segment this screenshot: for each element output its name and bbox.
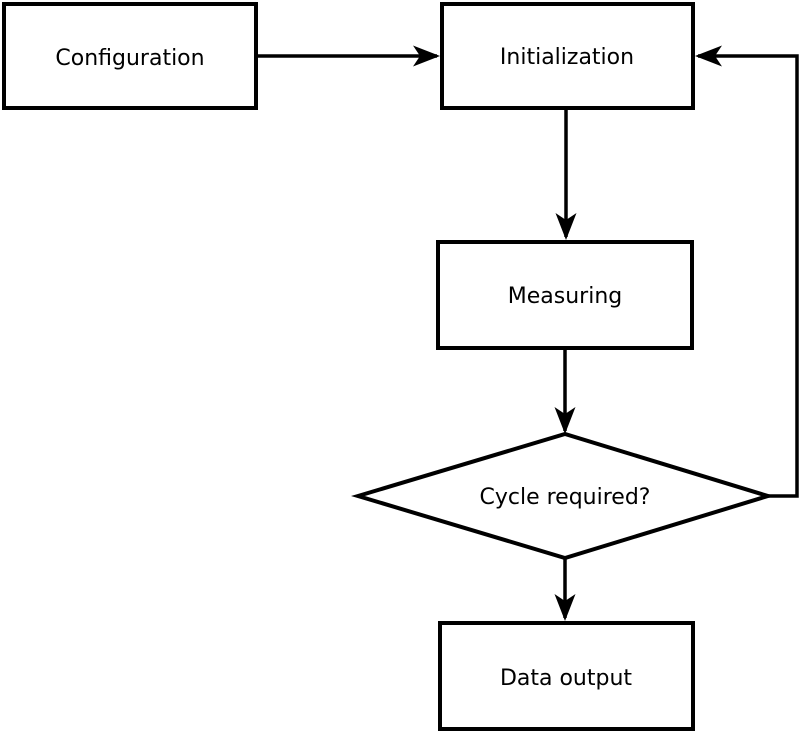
node-initialization-box: [440, 2, 695, 110]
arrowhead-down-icon: [554, 407, 576, 434]
arrowhead-down-icon: [554, 594, 576, 621]
node-measuring: Measuring: [436, 240, 694, 350]
node-configuration: Configuration: [2, 2, 258, 110]
node-measuring-label: Measuring: [508, 284, 622, 309]
node-measuring-box: [436, 240, 694, 350]
node-data-output-box: [438, 621, 695, 731]
edge-decision-loop-to-initialization: [695, 45, 799, 498]
node-data-output: Data output: [438, 621, 695, 731]
node-cycle-required-label: Cycle required?: [480, 485, 651, 510]
node-initialization-label: Initialization: [500, 45, 634, 70]
node-data-output-label: Data output: [500, 666, 632, 691]
edge-decision-to-data-output: [554, 558, 576, 621]
arrowhead-left-icon: [695, 45, 722, 67]
edge-initialization-to-measuring: [555, 110, 577, 240]
node-initialization: Initialization: [440, 2, 695, 110]
node-cycle-required: Cycle required?: [351, 431, 775, 561]
arrowhead-right-icon: [413, 45, 440, 67]
edge-measuring-to-decision: [554, 350, 576, 434]
edge-configuration-to-initialization: [258, 45, 440, 67]
arrowhead-down-icon: [555, 213, 577, 240]
node-cycle-required-diamond: [351, 431, 775, 561]
edge-loop-line: [698, 54, 799, 498]
node-configuration-box: [2, 2, 258, 110]
node-configuration-label: Configuration: [55, 46, 204, 71]
